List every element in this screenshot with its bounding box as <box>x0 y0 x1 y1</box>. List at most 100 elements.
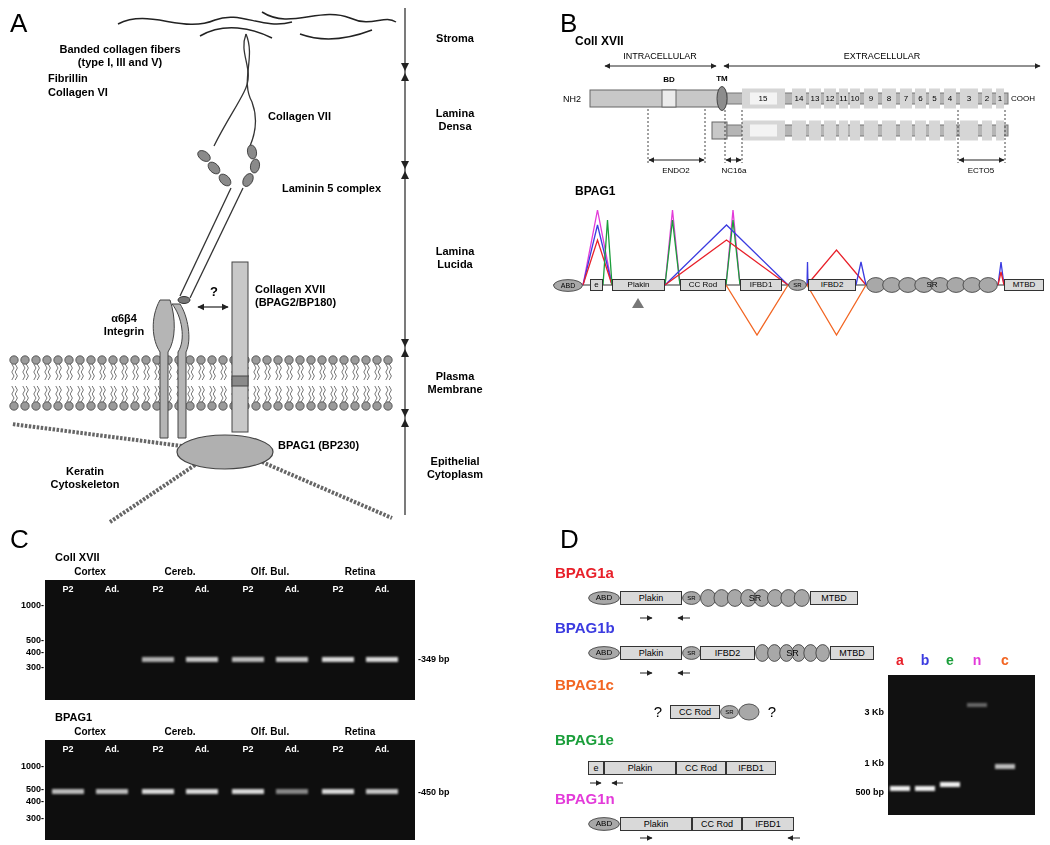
figure-label: EXTRACELLULAR <box>844 51 921 61</box>
figure-label: Cortex <box>74 566 106 578</box>
figure-label: BPAG1a <box>555 564 614 581</box>
figure-label: BPAG1 <box>575 185 615 199</box>
repeat-ellipses: SR <box>866 277 998 293</box>
domain-label: e <box>594 281 598 289</box>
figure-label: Ad. <box>375 744 390 754</box>
domain-box: Plakin <box>620 817 692 831</box>
figure-label: P2 <box>242 584 253 594</box>
gel-illustration <box>45 580 415 840</box>
figure-label: COOH <box>1011 94 1035 103</box>
splice-line <box>665 225 788 285</box>
figure-label: Retina <box>345 566 376 578</box>
splice-line <box>726 285 788 335</box>
figure-label: ? <box>768 703 776 720</box>
figure-label: 500- <box>26 784 44 794</box>
basement-membrane-illustration <box>10 8 409 522</box>
figure-label: Ad. <box>375 584 390 594</box>
domain-ellipse: ABD <box>588 591 620 605</box>
figure-label: ENDO2 <box>662 166 690 175</box>
figure-label: 8 <box>887 94 891 103</box>
figure-label: Ad. <box>195 744 210 754</box>
figure-label: 11 <box>839 94 847 103</box>
domain-box: MTBD <box>830 646 874 660</box>
figure-label: BPAG1 (BP230) <box>278 439 359 452</box>
splice-line <box>726 210 740 285</box>
domain-label: CC Rod <box>689 281 717 289</box>
figure-label: BD <box>663 75 675 84</box>
domain-label: MTBD <box>839 649 865 658</box>
domain-label: Plakin <box>639 594 664 603</box>
figure-label: BPAG1e <box>555 731 614 748</box>
figure-label: 1000- <box>21 600 44 610</box>
panel-letter: A <box>10 9 27 39</box>
domain-label: MTBD <box>821 594 847 603</box>
domain-box: CC Rod <box>680 279 726 291</box>
figure-label: b <box>921 652 930 668</box>
domain-box: MTBD <box>810 591 858 605</box>
domain-ellipse: SR <box>788 279 807 291</box>
splice-line <box>807 285 866 335</box>
figure-label: e <box>946 652 954 668</box>
domain-label: ABD <box>596 820 612 828</box>
figure-label: 12 <box>826 94 835 103</box>
domain-ellipse: SR <box>682 591 701 605</box>
splice-line <box>583 210 612 285</box>
figure-label: Retina <box>345 726 376 738</box>
figure-label: 10 <box>851 94 860 103</box>
figure-label: P2 <box>152 744 163 754</box>
domain-box: Plakin <box>620 646 682 660</box>
figure-label: Stroma <box>420 32 490 45</box>
domain-ellipse: ABD <box>588 646 620 660</box>
figure-label: 13 <box>811 94 820 103</box>
figure-label: Plasma Membrane <box>422 370 488 395</box>
repeat-ellipses: SR <box>700 589 810 607</box>
figure-label: 5 <box>932 94 936 103</box>
domain-label: IFBD1 <box>750 281 773 289</box>
figure-label: 9 <box>869 94 873 103</box>
figure-label: BPAG1 <box>55 711 92 724</box>
figure-label: Cereb. <box>164 566 195 578</box>
figure-label: P2 <box>62 584 73 594</box>
figure-label: NC16a <box>722 166 747 175</box>
figure-label: BPAG1c <box>555 676 614 693</box>
domain-label: SR <box>926 281 937 289</box>
domain-label: MTBD <box>1013 281 1036 289</box>
figure-label: -349 bp <box>418 654 450 664</box>
figure-label: Lamina Lucida <box>422 245 488 270</box>
splice-line <box>583 225 612 285</box>
domain-map-illustration <box>553 66 1044 308</box>
repeat-ellipses: SR <box>755 644 830 662</box>
domain-label: ABD <box>596 594 612 602</box>
domain-label: IFBD1 <box>755 820 781 829</box>
domain-label: ABD <box>561 282 575 289</box>
figure-label: Collagen XVII (BPAG2/BP180) <box>255 283 363 308</box>
domain-box: e <box>590 279 603 291</box>
figure-label: 3 Kb <box>864 707 884 717</box>
domain-label: CC Rod <box>685 764 717 773</box>
figure-label: Laminin 5 complex <box>282 182 381 195</box>
figure-label: a <box>896 652 904 668</box>
panel-letter: C <box>10 525 29 555</box>
figure-label: Ad. <box>195 584 210 594</box>
domain-box: IFBD1 <box>740 279 782 291</box>
figure-label: 300- <box>26 813 44 823</box>
figure-label: Coll XVII <box>575 35 624 49</box>
domain-label: CC Rod <box>701 820 733 829</box>
figure-label: 1 Kb <box>864 758 884 768</box>
figure-label: 6 <box>918 94 922 103</box>
domain-ellipse: ABD <box>553 279 583 292</box>
figure-label: 400- <box>26 647 44 657</box>
domain-label: CC Rod <box>679 708 711 717</box>
figure-label: Olf. Bul. <box>251 726 289 738</box>
figure-label: Lamina Densa <box>422 107 488 132</box>
domain-label: SR <box>749 594 762 603</box>
domain-box: IFBD2 <box>700 646 755 660</box>
domain-label: IFBD2 <box>821 281 844 289</box>
figure-label: n <box>973 652 982 668</box>
isoform-illustration <box>590 618 1035 838</box>
domain-label: SR <box>786 649 799 658</box>
figure-label: ? <box>654 703 662 720</box>
